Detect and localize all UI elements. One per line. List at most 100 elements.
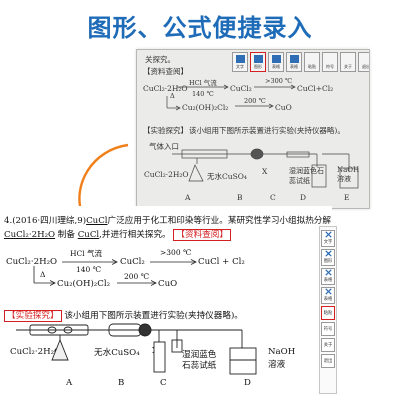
scan-toolbar-text: 文字 (232, 52, 248, 72)
scan-exp-label: 【实验探究】 (143, 126, 188, 135)
editor-toolbar: 文字 图形 表格 表格 粘贴 符号 关于 退出 (319, 226, 337, 394)
scan-eq-hcl: HCl 气流 (189, 79, 217, 87)
question-compound: CuCl₂·2H₂O (4, 230, 56, 240)
scan-toolbar-symbol: 符号 (322, 52, 338, 72)
question-cucl: CuCl (86, 216, 108, 226)
ref-label: 【资料查阅】 (173, 229, 231, 241)
apparatus-naoh-1: NaOH (268, 347, 296, 357)
toolbar-table-label: 表格 (323, 278, 333, 283)
toolbar-paste-label: 粘贴 (323, 310, 333, 316)
scan-toolbar-shape: 图形 (250, 52, 266, 72)
scan-toolbar-paste: 粘贴 (304, 52, 320, 72)
apparatus-sample: CuCl₂·2H₂O (10, 347, 62, 357)
toolbar-shape-button[interactable]: 图形 (321, 249, 335, 266)
scan-label-a: A (185, 193, 191, 202)
toolbar-about-button[interactable]: 关于 (321, 338, 335, 352)
experiment-text: 该小组用下图所示装置进行实验(夹持仪器略)。 (64, 311, 243, 321)
scan-label-e: E (344, 193, 350, 202)
toolbar-about-label: 关于 (323, 342, 333, 348)
doc-drawings (16, 259, 257, 375)
text-icon (235, 55, 245, 63)
scan-eq-end: CuCl+Cl₂ (297, 84, 334, 93)
scan-label-c: C (270, 193, 276, 202)
eq-hcl: HCl 气流 (70, 249, 103, 258)
scan-eq-mid: CuCl₂ (230, 84, 252, 93)
experiment-label: 【实验探究】 (4, 310, 62, 322)
scan-eq-cuo: CuO (275, 103, 292, 112)
apparatus-label-a: A (66, 378, 73, 388)
toolbar-paste-button[interactable]: 粘贴 (321, 306, 335, 320)
question-source: 4.(2016·四川理综,9) (4, 216, 87, 226)
table-icon (324, 269, 332, 276)
scan-toolbar-label: 表格 (272, 64, 280, 69)
apparatus-label-b: B (118, 378, 125, 388)
scan-apparatus-drawing (166, 84, 359, 189)
scan-toolbar-label: 符号 (326, 64, 334, 69)
apparatus-anhydrous: 无水CuSO₄ (94, 348, 140, 358)
scan-sample: CuCl₂·2H₂O (144, 170, 189, 179)
scan-eq-temp2: >300 ℃ (265, 77, 293, 85)
question-product: CuCl (77, 230, 100, 240)
eq-delta: Δ (40, 270, 46, 279)
scan-toolbar-label: 粘贴 (308, 64, 316, 69)
scan-x-mark: X (262, 167, 268, 176)
toolbar-symbol-label: 符号 (323, 326, 333, 332)
toolbar-table2-button[interactable]: 表格 (321, 287, 335, 304)
scan-toolbar: 文字 图形 表格 表格 粘贴 符号 关于 退出 (232, 52, 369, 74)
eq-cuo: CuO (158, 279, 178, 289)
scan-eq-temp1: 140 ℃ (192, 90, 214, 98)
toolbar-exit-label: 退出 (323, 358, 333, 364)
toolbar-shape-label: 图形 (323, 259, 333, 264)
scan-label-d: D (300, 193, 307, 202)
apparatus-label-d: D (244, 378, 251, 388)
apparatus-litmus-1: 湿润蓝色 (182, 350, 217, 360)
scan-gas-inlet: 气体入口 (149, 142, 179, 151)
scan-toolbar-exit: 退出 (358, 52, 369, 72)
scan-label-b: B (237, 193, 243, 202)
eq-end: CuCl + Cl₂ (198, 257, 245, 267)
eq-start: CuCl₂·2H₂O (6, 257, 58, 267)
eq-temp3: 200 ℃ (124, 272, 150, 281)
scan-exp-text: 该小组用下图所示装置进行实验(夹持仪器略)。 (189, 126, 345, 135)
question-text-2b: ,并进行相关探究。 (99, 230, 171, 240)
toolbar-table2-label: 表格 (323, 297, 333, 302)
table-icon (324, 288, 332, 295)
eq-mid: CuCl₂ (120, 257, 145, 267)
scanned-page-preview: 关探究。 【资料查阅】 CuCl₂·2H₂O HCl 气流 140 ℃ CuCl… (136, 49, 370, 209)
table-icon (271, 55, 281, 63)
apparatus-diagram (16, 323, 257, 375)
toolbar-text-button[interactable]: 文字 (321, 230, 335, 247)
toolbar-table-button[interactable]: 表格 (321, 268, 335, 285)
shape-icon (253, 55, 263, 63)
question-line-2: CuCl₂·2H₂O 制备 CuCl,并进行相关探究。 【资料查阅】 (4, 228, 231, 241)
eq-temp1: 140 ℃ (76, 265, 102, 274)
question-text-1: 广泛应用于化工和印染等行业。某研究性学习小组拟热分解 (107, 216, 331, 226)
question-line-1: 4.(2016·四川理综,9)CuCl广泛应用于化工和印染等行业。某研究性学习小… (4, 214, 331, 226)
scan-eq-branch: Cu₂(OH)₂Cl₂ (182, 103, 229, 112)
apparatus-naoh-2: 溶液 (268, 360, 286, 370)
scan-toolbar-about: 关于 (340, 52, 356, 72)
apparatus-litmus-2: 石蕊试纸 (182, 361, 217, 371)
question-text-2a: 制备 (55, 230, 78, 240)
toolbar-exit-button[interactable]: 退出 (321, 354, 335, 368)
scan-toolbar-label: 表格 (290, 64, 298, 69)
apparatus-label-c: C (160, 378, 167, 388)
eq-temp2: >300 ℃ (160, 248, 192, 257)
scan-toolbar-label: 文字 (236, 64, 244, 69)
document-page: 4.(2016·四川理综,9)CuCl广泛应用于化工和印染等行业。某研究性学习小… (2, 206, 332, 397)
shape-icon (324, 250, 332, 257)
table-icon (289, 55, 299, 63)
scan-toolbar-label: 图形 (254, 64, 262, 69)
toolbar-text-label: 文字 (323, 240, 333, 245)
scan-toolbar-table2: 表格 (286, 52, 302, 72)
scan-eq-temp3: 200 ℃ (244, 97, 266, 105)
eq-branch: Cu₂(OH)₂Cl₂ (57, 279, 111, 289)
headline-title: 图形、公式便捷录入 (87, 14, 313, 42)
scan-eq-delta: Δ (170, 92, 175, 100)
scan-ref-label: 【资料查阅】 (143, 67, 188, 76)
scan-naoh: NaOH溶液 (337, 166, 360, 183)
scan-toolbar-table: 表格 (268, 52, 284, 72)
toolbar-symbol-button[interactable]: 符号 (321, 322, 335, 336)
scan-eq-start: CuCl₂·2H₂O (143, 84, 188, 93)
scan-anhydrous: 无水CuSO₄ (207, 172, 247, 181)
